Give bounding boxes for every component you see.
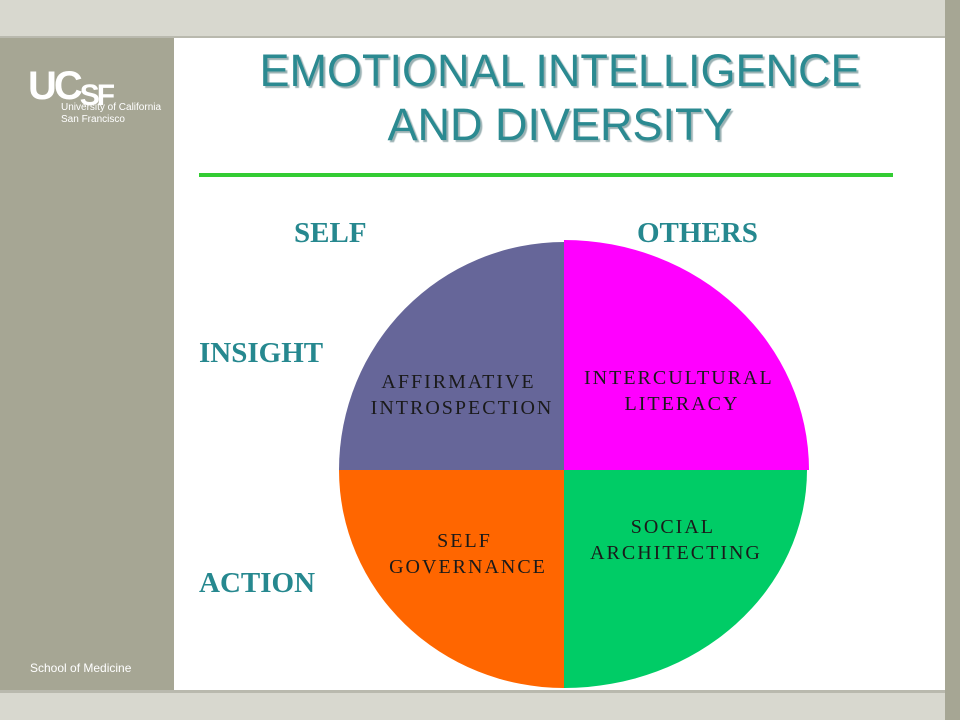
slide-title: EMOTIONAL INTELLIGENCE AND DIVERSITY: [196, 44, 924, 152]
title-underline: [199, 173, 893, 177]
quadrant-intercultural-literacy: [564, 240, 809, 470]
quadrant-affirmative-introspection: [339, 242, 564, 470]
quadrant-label-line: SOCIAL: [631, 516, 714, 538]
ucsf-logo-mark: UCSF: [28, 64, 115, 112]
title-line-2: AND DIVERSITY: [387, 99, 733, 150]
quadrant-label-line: SELF: [437, 530, 492, 552]
row-label-insight: INSIGHT: [199, 337, 324, 369]
ucsf-logo-text: University of California San Francisco: [61, 102, 161, 126]
row-label-action: ACTION: [199, 567, 316, 599]
quadrant-label-line: INTROSPECTION: [371, 397, 554, 419]
quadrant-label-affirmative: AFFIRMATIVE INTROSPECTION: [371, 371, 554, 419]
logo-line-2: San Francisco: [61, 114, 125, 125]
bottom-divider: [0, 690, 945, 693]
right-strip: [945, 0, 960, 720]
top-bar: [0, 0, 960, 36]
quadrant-label-social-architecting: SOCIAL ARCHITECTING: [590, 516, 762, 564]
quadrant-label-line: GOVERNANCE: [389, 556, 547, 578]
quadrant-label-self-governance: SELF GOVERNANCE: [389, 530, 547, 578]
quadrant-label-intercultural: INTERCULTURAL LITERACY: [584, 367, 780, 415]
quadrant-label-line: LITERACY: [625, 393, 740, 415]
footer-school: School of Medicine: [30, 661, 132, 675]
column-label-self: SELF: [294, 217, 367, 249]
quadrant-label-line: AFFIRMATIVE: [381, 371, 535, 393]
logo-line-1: University of California: [61, 102, 162, 113]
left-panel: [0, 38, 174, 690]
quadrant-self-governance: [339, 470, 564, 688]
bottom-bar: [0, 693, 945, 720]
quadrant-social-architecting: [564, 470, 807, 688]
column-label-others: OTHERS: [637, 217, 758, 249]
ucsf-logo: UCSF University of California San Franci…: [28, 64, 161, 125]
quadrant-label-line: ARCHITECTING: [590, 542, 762, 564]
top-divider: [0, 36, 945, 38]
quadrant-label-line: INTERCULTURAL: [584, 367, 773, 389]
title-line-1: EMOTIONAL INTELLIGENCE: [259, 45, 861, 96]
